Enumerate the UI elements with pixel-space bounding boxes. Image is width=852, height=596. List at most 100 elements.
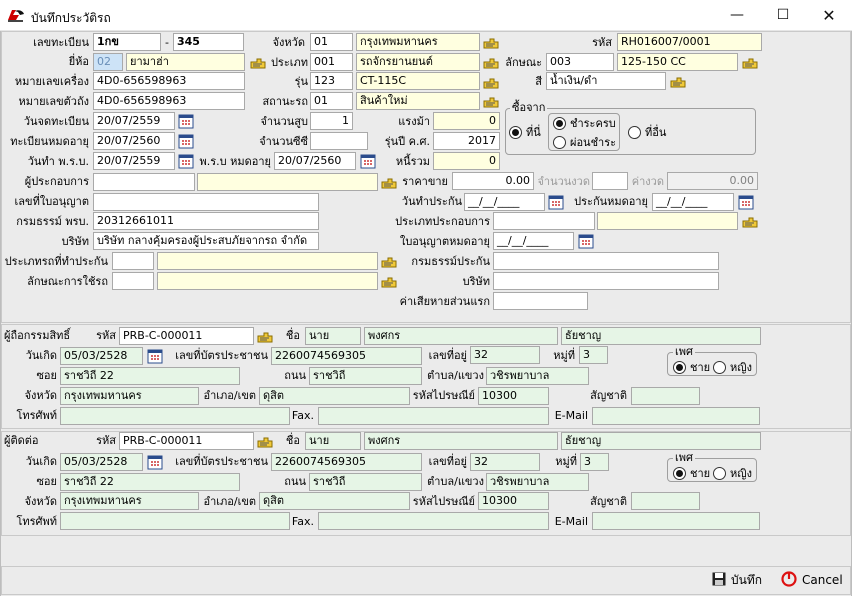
status-code-input[interactable]: 01: [310, 92, 353, 110]
cancel-icon: [781, 570, 797, 590]
purchase-from-label: ซื้อจาก: [510, 101, 548, 114]
engine-number-input[interactable]: 4D0-656598963: [93, 72, 245, 90]
license-number-input[interactable]: [93, 193, 319, 211]
model-year-input[interactable]: 2017: [433, 132, 500, 150]
purchase-here-radio[interactable]: ที่นี่: [509, 124, 541, 140]
company-input[interactable]: บริษัท กลางคุ้มครองผู้ประสบภัยจากรถ จำกั…: [93, 232, 319, 250]
plate-prefix-input[interactable]: 1กข: [93, 33, 161, 51]
insurance-expire-input[interactable]: __/__/____: [652, 193, 734, 211]
lookup-model-icon[interactable]: [483, 75, 499, 91]
calendar-icon[interactable]: [178, 113, 194, 129]
insurance-company-label: บริษัท: [462, 275, 490, 288]
insurance-company-input[interactable]: [493, 272, 719, 290]
contact-birth-field: 05/03/2528: [60, 453, 143, 471]
chassis-number-input[interactable]: 4D0-656598963: [93, 92, 245, 110]
owner-fax-field: [318, 407, 549, 425]
insurance-policy-input[interactable]: [493, 252, 719, 270]
insurance-date-label: วันทำประกัน: [401, 195, 462, 208]
insured-type-code-input[interactable]: [112, 252, 154, 270]
act-expire-input[interactable]: 20/07/2560: [274, 152, 356, 170]
purchase-elsewhere-radio[interactable]: ที่อื่น: [628, 124, 666, 140]
per-installment-input[interactable]: 0.00: [667, 172, 758, 190]
lookup-owner-icon[interactable]: [257, 329, 273, 345]
lookup-color-icon[interactable]: [670, 74, 686, 90]
operator-type-name-field: [597, 212, 738, 230]
lookup-type-icon[interactable]: [483, 55, 499, 71]
contact-moo-label: หมู่ที่: [555, 455, 577, 468]
owner-code-input[interactable]: PRB-C-000011: [119, 327, 254, 345]
contact-soi-label: ซอย: [36, 475, 57, 488]
owner-moo-label: หมู่ที่: [553, 349, 575, 362]
contact-section-label: ผู้ติดต่อ: [4, 434, 39, 447]
license-expire-input[interactable]: __/__/____: [493, 232, 574, 250]
pay-installment-radio[interactable]: ผ่อนชำระ: [553, 134, 616, 150]
calendar-icon[interactable]: [178, 153, 194, 169]
lookup-contact-icon[interactable]: [257, 434, 273, 450]
cancel-button[interactable]: Cancel: [781, 570, 843, 590]
usage-code-input[interactable]: [112, 272, 154, 290]
minimize-button[interactable]: —: [730, 7, 744, 23]
contact-male-radio[interactable]: ชาย: [673, 465, 710, 481]
calendar-icon[interactable]: [360, 153, 376, 169]
act-policy-input[interactable]: 20312661011: [93, 212, 319, 230]
save-button[interactable]: บันทึก: [712, 570, 762, 590]
cc-input[interactable]: [310, 132, 368, 150]
title-bar: บันทึกประวัติรถ — ☐ ✕: [0, 0, 852, 31]
registration-date-input[interactable]: 20/07/2559: [93, 112, 175, 130]
calendar-icon[interactable]: [147, 454, 163, 470]
contact-female-radio[interactable]: หญิง: [713, 465, 752, 481]
brand-code-input[interactable]: 02: [93, 53, 123, 71]
owner-female-radio[interactable]: หญิง: [713, 359, 752, 375]
horsepower-input[interactable]: 0: [433, 112, 500, 130]
lookup-province-icon[interactable]: [483, 35, 499, 51]
lookup-insured-type-icon[interactable]: [381, 254, 397, 270]
character-code-input[interactable]: 003: [546, 53, 614, 71]
contact-road-label: ถนน: [284, 475, 306, 488]
installments-input[interactable]: [592, 172, 628, 190]
contact-phone-field: [60, 512, 290, 530]
pay-full-radio[interactable]: ชำระครบ: [553, 115, 616, 131]
contact-house-field: 32: [470, 453, 540, 471]
registration-expire-input[interactable]: 20/07/2560: [93, 132, 175, 150]
contact-province-label: จังหวัด: [24, 495, 57, 508]
lookup-usage-icon[interactable]: [381, 274, 397, 290]
contact-email-label: E-Mail: [554, 515, 588, 528]
deductible-input[interactable]: [493, 292, 588, 310]
insurance-expire-label: ประกันหมดอายุ: [574, 195, 648, 208]
lookup-status-icon[interactable]: [483, 94, 499, 110]
calendar-icon[interactable]: [548, 194, 564, 210]
owner-male-radio[interactable]: ชาย: [673, 359, 710, 375]
price-input[interactable]: 0.00: [452, 172, 534, 190]
lookup-operator-type-icon[interactable]: [742, 214, 758, 230]
chassis-label: หมายเลขตัวถัง: [18, 95, 90, 108]
act-date-input[interactable]: 20/07/2559: [93, 152, 175, 170]
act-date-label: วันทำ พ.ร.บ.: [27, 155, 89, 168]
type-code-input[interactable]: 001: [310, 53, 353, 71]
contact-first-name-field: พงศกร: [364, 432, 558, 450]
horsepower-label: แรงม้า: [398, 115, 430, 128]
owner-idcard-field: 2260074569305: [271, 347, 422, 365]
calendar-icon[interactable]: [738, 194, 754, 210]
calendar-icon[interactable]: [578, 233, 594, 249]
province-code-input[interactable]: 01: [310, 33, 353, 51]
contact-code-label: รหัส: [96, 434, 116, 447]
operator-code-input[interactable]: [93, 173, 195, 191]
owner-code-label: รหัส: [96, 329, 116, 342]
lookup-brand-icon[interactable]: [250, 55, 266, 71]
lookup-operator-icon[interactable]: [381, 175, 397, 191]
operator-type-code-input[interactable]: [493, 212, 595, 230]
owner-idcard-label: เลขที่บัตรประชาชน: [175, 349, 268, 362]
calendar-icon[interactable]: [147, 348, 163, 364]
insurance-date-input[interactable]: __/__/____: [464, 193, 545, 211]
cylinders-input[interactable]: 1: [310, 112, 353, 130]
contact-email-field: [592, 512, 760, 530]
plate-number-input[interactable]: 345: [173, 33, 244, 51]
contact-district-field: ดุสิต: [259, 492, 410, 510]
contact-code-input[interactable]: PRB-C-000011: [119, 432, 254, 450]
lookup-character-icon[interactable]: [742, 55, 758, 71]
calendar-icon[interactable]: [178, 133, 194, 149]
model-code-input[interactable]: 123: [310, 72, 353, 90]
model-label: รุ่น: [294, 75, 308, 88]
close-button[interactable]: ✕: [822, 6, 836, 25]
maximize-button[interactable]: ☐: [776, 7, 790, 23]
